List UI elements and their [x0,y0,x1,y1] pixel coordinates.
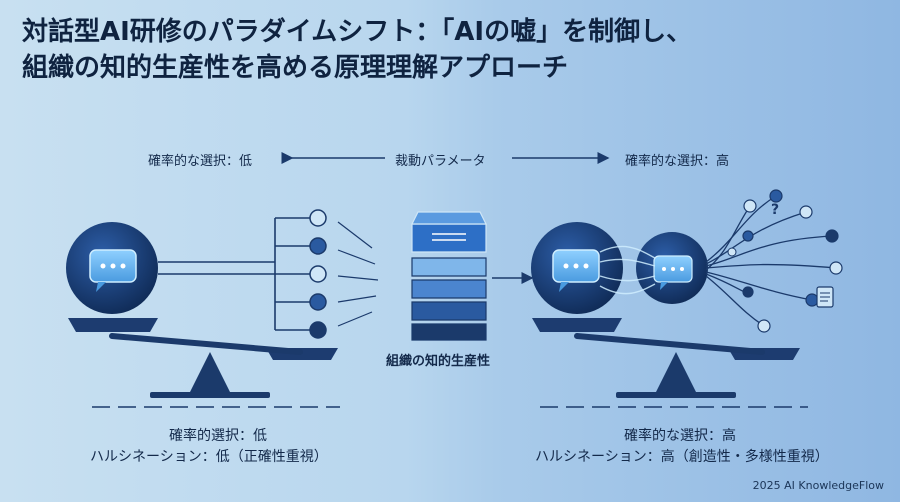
left-branch-lines [158,217,310,331]
chat-bubble-icon [653,255,693,290]
copyright-footer: 2025 AI KnowledgeFlow [752,479,884,492]
left-balance-scale-icon [66,209,379,408]
right-beam [574,333,765,355]
svg-text:?: ? [771,202,779,218]
left-pan-1 [68,318,158,332]
right-fulcrum [656,352,696,392]
question-mark-icon: ? [771,202,779,218]
title-line-2: 組織の知的生産性を高める原理理解アプローチ [22,53,569,83]
right-nodes [727,189,843,333]
left-converging-arrows [337,221,379,327]
slider-right-label: 確率的な選択：高 [625,154,730,169]
left-beam [109,333,303,355]
document-icon [816,286,834,308]
slider-left-label: 確率的な選択：低 [148,154,253,169]
right-caption-line-2: ハルシネーション：高（創造性・多様性重視） [535,449,829,465]
title-line-1: 対話型AI研修のパラダイムシフト：「AIの嘘」を制御し、 [22,17,693,47]
page-title: 対話型AI研修のパラダイムシフト：「AIの嘘」を制御し、 組織の知的生産性を高め… [22,14,882,86]
left-fulcrum [190,352,230,392]
chat-bubble-icon [89,249,137,292]
server-stack-icon [411,211,487,341]
right-pan-1 [532,318,622,332]
stack-label: 組織の知的生産性 [386,354,491,369]
glow-links [599,245,656,295]
left-caption-line-2: ハルシネーション：低（正確性重視） [90,449,328,465]
left-base [150,392,270,398]
left-caption-line-1: 確率的選択：低 [169,428,267,444]
chat-bubble-icon [552,249,600,292]
slider-center-label: 裁動パラメータ [395,154,486,169]
right-balance-scale-icon: ? [531,189,843,408]
right-caption-line-1: 確率的な選択：高 [624,428,736,444]
left-nodes [309,209,327,339]
right-base [616,392,736,398]
